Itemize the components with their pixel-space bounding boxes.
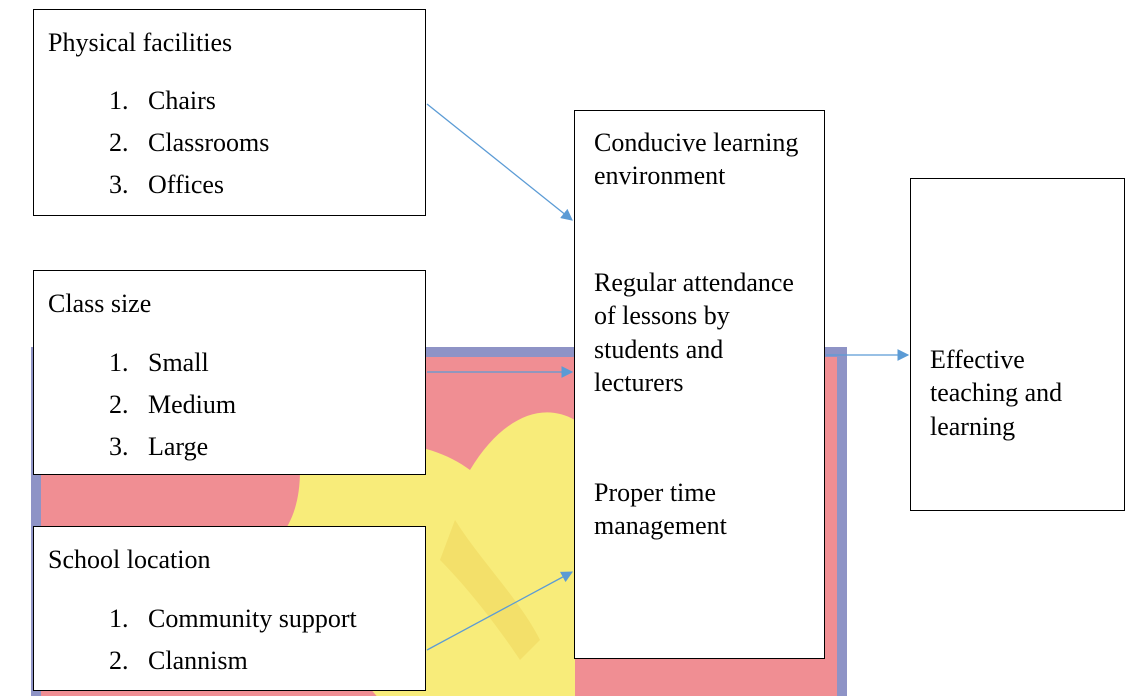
- physical-facilities-box: Physical facilities Chairs Classrooms Of…: [33, 9, 426, 216]
- list-item: Chairs: [148, 85, 269, 127]
- list-item: Offices: [148, 169, 269, 211]
- list-item: Clannism: [148, 645, 357, 687]
- mediating-factors-box: Conducive learning environment Regular a…: [574, 110, 825, 659]
- list-item: Classrooms: [148, 127, 269, 169]
- list-item: Large: [148, 431, 236, 473]
- conducive-environment-text: Conducive learning environment: [594, 128, 799, 191]
- class-size-title: Class size: [48, 289, 152, 318]
- physical-facilities-title: Physical facilities: [48, 28, 233, 57]
- outcome-text: Effective teaching and learning: [930, 345, 1063, 441]
- time-management-text: Proper time management: [594, 478, 727, 541]
- list-item: Small: [148, 347, 236, 389]
- school-location-title: School location: [48, 545, 211, 574]
- school-location-box: School location Community support Clanni…: [33, 526, 426, 691]
- class-size-box: Class size Small Medium Large: [33, 270, 426, 475]
- list-item: Community support: [148, 603, 357, 645]
- outcome-box: Effective teaching and learning: [910, 178, 1125, 511]
- school-location-list: Community support Clannism: [80, 603, 357, 687]
- list-item: Medium: [148, 389, 236, 431]
- regular-attendance-text: Regular attendance of lessons by student…: [594, 268, 794, 397]
- class-size-list: Small Medium Large: [80, 347, 236, 473]
- physical-facilities-list: Chairs Classrooms Offices: [80, 85, 269, 211]
